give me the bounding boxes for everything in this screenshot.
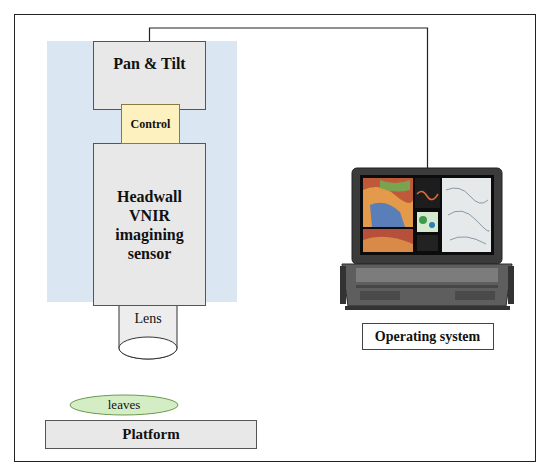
data-cable	[150, 28, 428, 168]
lens-cylinder: Lens	[118, 306, 178, 362]
node-label: Headwall VNIR imagining sensor	[106, 187, 194, 263]
operating-system-node: Operating system	[340, 168, 515, 350]
platform-box: Platform	[45, 420, 257, 449]
sensor-box: Headwall VNIR imagining sensor	[93, 143, 206, 306]
node-label: Platform	[51, 426, 251, 443]
node-label: Pan & Tilt	[97, 55, 202, 73]
pan-tilt-box: Pan & Tilt	[93, 41, 206, 110]
system-label: Operating system	[362, 323, 494, 350]
laptop-illustration	[340, 168, 514, 310]
node-label: Lens	[119, 311, 177, 327]
outer-frame	[15, 15, 536, 462]
control-box: Control	[121, 104, 180, 144]
leaves-ellipse: leaves	[69, 394, 179, 416]
node-label: Control	[122, 117, 179, 132]
node-label: leaves	[74, 397, 174, 413]
